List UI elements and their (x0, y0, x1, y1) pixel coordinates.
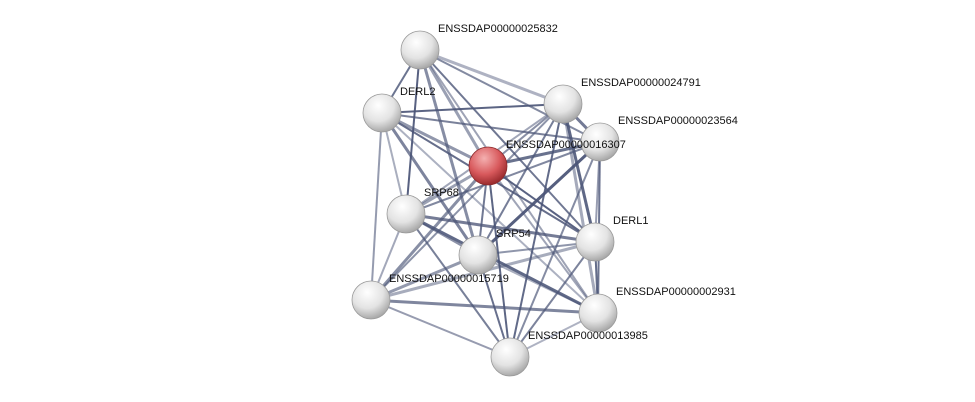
node-label: ENSSDAP00000016307 (506, 139, 626, 151)
edge (477, 103, 564, 256)
edge (369, 165, 490, 301)
edge (370, 299, 511, 358)
labels-layer: ENSSDAP00000025832ENSSDAP00000024791DERL… (389, 23, 738, 342)
protein-node[interactable] (400, 30, 440, 70)
node-label: DERL2 (400, 86, 435, 98)
edge (405, 212, 599, 315)
protein-node[interactable] (362, 93, 402, 133)
edge (477, 241, 596, 256)
nodes-layer (351, 30, 620, 377)
edge (381, 112, 601, 143)
edge (418, 49, 490, 167)
protein-node[interactable] (458, 235, 498, 275)
edge (381, 112, 599, 314)
edge (419, 48, 564, 106)
protein-node[interactable] (351, 280, 391, 320)
edge (405, 212, 596, 244)
protein-node[interactable] (386, 194, 426, 234)
node-label: ENSSDAP00000025832 (438, 23, 558, 35)
edge (509, 141, 601, 358)
node-label: ENSSDAP00000002931 (616, 286, 736, 298)
protein-node[interactable] (490, 337, 530, 377)
node-label: ENSSDAP00000015719 (389, 273, 509, 285)
edge (381, 103, 564, 114)
node-label: ENSSDAP00000024791 (581, 77, 701, 89)
edge (370, 298, 599, 315)
edge (476, 140, 602, 257)
protein-node[interactable] (580, 122, 620, 162)
query-protein-node[interactable] (468, 146, 508, 186)
node-label: ENSSDAP00000013985 (528, 330, 648, 342)
edge (370, 103, 564, 301)
protein-node[interactable] (575, 222, 615, 262)
edge (380, 112, 480, 256)
protein-node[interactable] (543, 84, 583, 124)
protein-node[interactable] (578, 293, 618, 333)
edge (419, 49, 601, 143)
node-label: SRP54 (496, 228, 531, 240)
edge (487, 165, 599, 314)
edge (477, 254, 599, 314)
edge (419, 49, 596, 243)
node-label: SRP68 (424, 187, 459, 199)
node-label: ENSSDAP00000023564 (618, 115, 738, 127)
edge (381, 111, 489, 168)
edge (370, 112, 383, 301)
edge (509, 241, 596, 358)
node-label: DERL1 (613, 215, 648, 227)
edge (405, 213, 511, 358)
edge (487, 165, 596, 243)
